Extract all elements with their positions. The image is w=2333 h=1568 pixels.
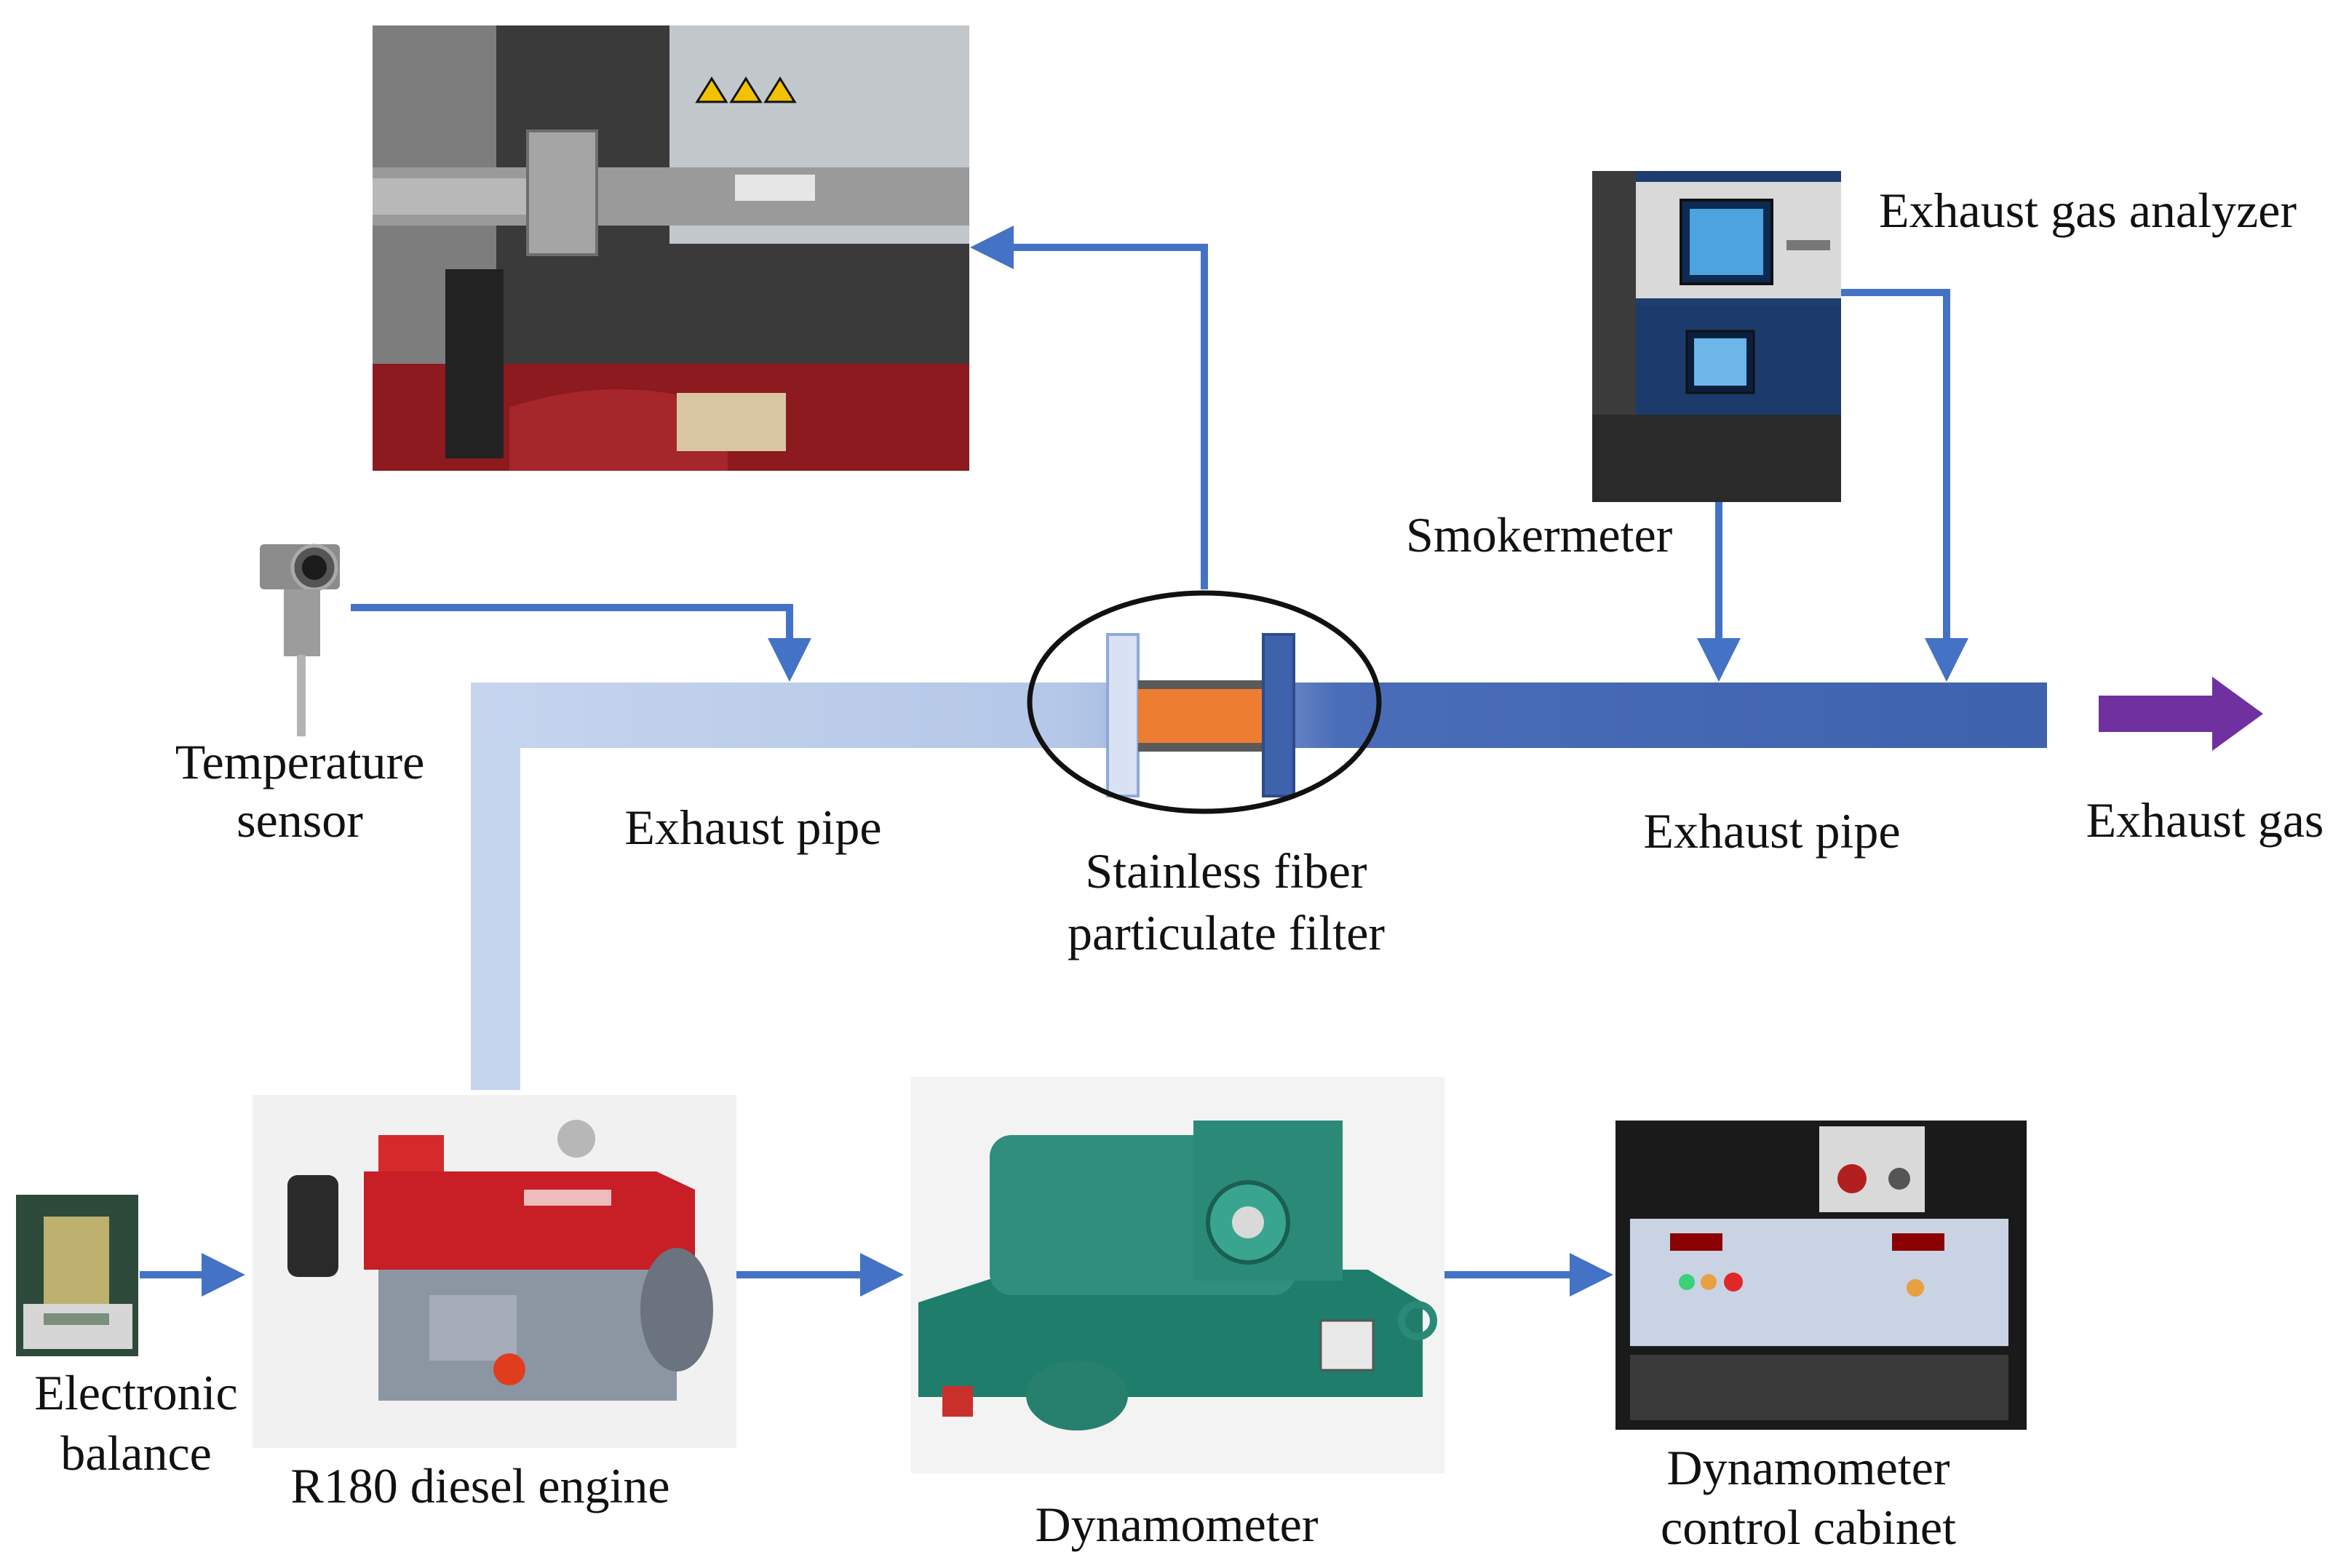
filter-right-flange (1262, 633, 1295, 797)
filter-body-bottom-edge (1138, 743, 1263, 752)
label-dynamometer: Dynamometer (1036, 1497, 1319, 1552)
label-filter-line2: particulate filter (1068, 905, 1385, 960)
electronic-balance-photo (16, 1195, 138, 1356)
temperature-sensor-icon (260, 544, 340, 736)
gas-analyzer-photo (1592, 171, 1841, 502)
vertical-exhaust-pipe (471, 682, 520, 1090)
filter-installation-photo (373, 25, 969, 471)
filter-highlight-ellipse (1027, 590, 1382, 814)
label-exhaust-pipe-right: Exhaust pipe (1643, 803, 1900, 859)
label-dyno-cabinet-line1: Dynamometer (1667, 1440, 1950, 1495)
arrow-filter-to-photo (970, 226, 1208, 589)
filter-left-flange (1106, 633, 1140, 797)
label-electronic-balance-line2: balance (60, 1425, 212, 1481)
label-electronic-balance-line1: Electronic (34, 1365, 237, 1420)
control-cabinet-photo (1615, 1121, 2027, 1430)
label-filter-line1: Stainless fiber (1085, 843, 1367, 899)
label-temperature-sensor-line2: sensor (237, 792, 363, 848)
label-dyno-cabinet-line2: control cabinet (1661, 1500, 1956, 1555)
label-exhaust-pipe-left: Exhaust pipe (624, 800, 881, 855)
particulate-filter (1027, 590, 1382, 814)
labels: Exhaust gas analyzer Smokermeter Tempera… (34, 183, 2324, 1555)
label-exhaust-gas: Exhaust gas (2086, 792, 2324, 848)
dynamometer-photo (911, 1077, 1444, 1473)
label-temperature-sensor-line1: Temperature (175, 734, 425, 789)
arrow-temperature-sensor-to-pipe (351, 604, 811, 682)
filter-core (1138, 689, 1263, 743)
exhaust-gas-arrow (2099, 677, 2263, 751)
arrow-gas-analyzer-to-pipe (1841, 289, 1968, 682)
label-smokermeter: Smokermeter (1406, 507, 1673, 562)
label-engine: R180 diesel engine (290, 1458, 669, 1513)
filter-body-top-edge (1138, 680, 1263, 689)
diesel-engine-photo (253, 1095, 736, 1448)
label-exhaust-gas-analyzer: Exhaust gas analyzer (1879, 183, 2297, 238)
connector-arrows (140, 226, 1968, 1297)
